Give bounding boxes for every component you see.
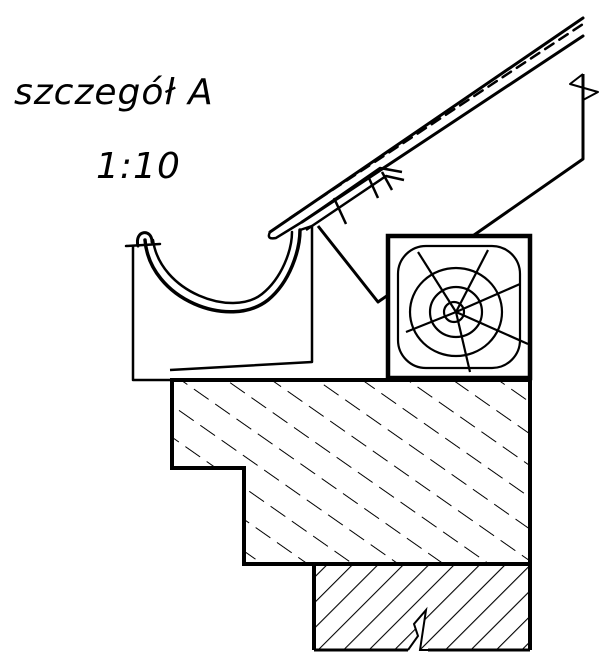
detail-title: szczegół A xyxy=(14,72,214,113)
concrete-cornice xyxy=(170,378,532,566)
detail-scale: 1:10 xyxy=(96,146,181,187)
gutter-bracket xyxy=(131,224,314,382)
wall-plate-timber xyxy=(385,233,533,381)
gutter-flashing xyxy=(301,166,405,232)
masonry-wall xyxy=(312,562,532,652)
roof-covering xyxy=(267,16,585,240)
rafter xyxy=(316,73,599,304)
gutter xyxy=(124,228,302,314)
